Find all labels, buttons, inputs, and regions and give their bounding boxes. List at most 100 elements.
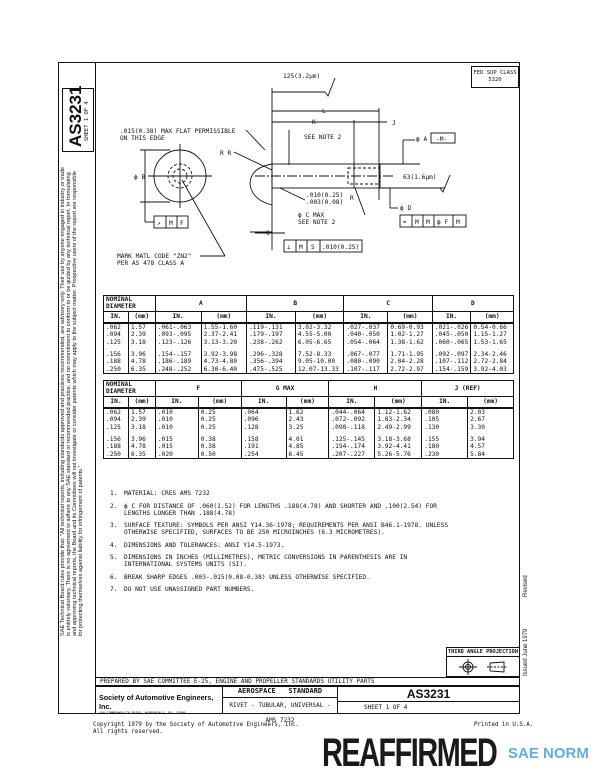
prepared-by: PREPARED BY SAE COMMITTEE E-25, ENGINE A… xyxy=(95,677,520,686)
sheet-number: SHEET 1 OF 4 xyxy=(364,704,408,711)
table-cell: 6.35 xyxy=(127,365,156,375)
table-cell: .238-.262 xyxy=(246,338,296,347)
fsc-line1: FED SUP CLASS xyxy=(473,70,517,76)
table-cell: 2.03 xyxy=(467,407,514,417)
table-cell: 2.43 xyxy=(285,416,330,424)
table-cell: 3.30 xyxy=(467,423,514,432)
table-cell: .188 xyxy=(103,443,129,451)
spacer xyxy=(470,346,514,352)
table-cell: .186-.189 xyxy=(154,358,202,366)
table-cell: .044-.064 xyxy=(328,407,376,417)
table-cell: 4.78 xyxy=(127,358,156,366)
table-cell: .015 xyxy=(154,436,199,444)
note-number: 1. xyxy=(110,490,118,497)
fillet-r: R xyxy=(350,195,354,202)
nominal-header: NOMINAL DIAMETER xyxy=(103,295,156,312)
fsc-box: FED SUP CLASS 5320 xyxy=(471,66,519,88)
table-cell: 3.13-3.20 xyxy=(200,338,248,347)
table-cell: 6.30-6.40 xyxy=(200,365,248,375)
table-cell: 0.38 xyxy=(197,436,242,444)
table-cell: .250 xyxy=(103,365,129,375)
table-cell: 3.92-4.41 xyxy=(374,443,423,451)
col-c-header: C xyxy=(343,295,433,312)
note-number: 5. xyxy=(110,554,118,561)
unit-header: (mm) xyxy=(387,310,433,324)
spacer xyxy=(154,431,199,437)
reaffirmed-stamp: REAFFIRMED xyxy=(322,731,498,775)
org-cell: Society of Automotive Engineers, Inc. 40… xyxy=(95,686,223,715)
see-note-2-top: SEE NOTE 2 xyxy=(304,134,342,141)
table-cell: .010 xyxy=(154,423,199,432)
note-number: 6. xyxy=(110,573,118,581)
table-cell: .156 xyxy=(103,436,129,444)
side-strip xyxy=(58,62,96,714)
table-cell: .254 xyxy=(240,450,287,460)
col-a-header: A xyxy=(154,295,248,312)
spacer xyxy=(387,346,433,352)
table-cell: .010 xyxy=(154,416,199,424)
dim-l-label: L xyxy=(322,108,326,115)
note-number: 3. xyxy=(110,522,118,529)
fillet-2: .003(0.08) xyxy=(306,199,343,206)
table-cell: 1.71-1.95 xyxy=(387,351,433,359)
spacer xyxy=(328,431,376,437)
table-cell: .107-.117 xyxy=(343,365,389,375)
printed-in: Printed in U.S.A. xyxy=(474,722,534,728)
copyright: Copyright 1979 by the Society of Automot… xyxy=(93,722,299,735)
table-cell: 2.39 xyxy=(127,416,156,424)
perp-tolerance: .010(0.25) xyxy=(322,244,359,251)
unit-header: (mm) xyxy=(294,310,345,324)
unit-header: (mm) xyxy=(200,310,248,324)
issued-label: Issued June 1979 xyxy=(523,628,529,676)
table-cell: .125 xyxy=(103,338,129,347)
table-cell: .015 xyxy=(154,443,199,451)
table-cell: 0.54-0.66 xyxy=(470,322,514,332)
unit-header: (mm) xyxy=(127,310,156,324)
position-datum-m: M xyxy=(415,219,419,226)
table-cell: .010 xyxy=(154,407,199,417)
table-cell: .027-.037 xyxy=(343,322,389,332)
col-d-header: D xyxy=(431,295,515,312)
table-cell: .096 xyxy=(240,416,287,424)
spacer xyxy=(197,431,242,437)
table-cell: .128 xyxy=(240,423,287,432)
table-cell: 1.38-1.62 xyxy=(387,338,433,347)
unit-header: IN. xyxy=(154,395,199,409)
table-cell: .158 xyxy=(240,436,287,444)
table-cell: 0.25 xyxy=(197,423,242,432)
table-cell: 2.72-2.84 xyxy=(470,358,514,366)
table-cell: 1.55-1.60 xyxy=(200,322,248,332)
table-cell: .207-.227 xyxy=(328,450,376,460)
table-cell: .179-.197 xyxy=(246,331,296,339)
unit-header: (mm) xyxy=(467,395,514,409)
perp-symbol: ⊥ xyxy=(287,244,291,251)
table-cell: 7.52-8.33 xyxy=(294,351,345,359)
table-cell: 3.02-3.32 xyxy=(294,322,345,332)
table-cell: .123-.126 xyxy=(154,338,202,347)
spacer xyxy=(374,431,423,437)
issued-date: Issued June 1979 Revised xyxy=(523,575,529,676)
col-f-header: F xyxy=(154,380,242,397)
spacer xyxy=(103,431,129,437)
table-cell: .125 xyxy=(103,423,129,432)
table-cell: 1.83-2.34 xyxy=(374,416,423,424)
table-cell: .020 xyxy=(154,450,199,460)
col-g-header: G MAX xyxy=(240,380,330,397)
mark-note-1: MARK MATL CODE "ZN2" xyxy=(117,253,192,260)
table-cell: .154-.157 xyxy=(154,351,202,359)
table-cell: 1.53-1.65 xyxy=(470,338,514,347)
table-cell: .248-.252 xyxy=(154,365,202,375)
table-cell: .191 xyxy=(240,443,287,451)
table-cell: 4.55-5.00 xyxy=(294,331,345,339)
table-cell: .060-.065 xyxy=(431,338,472,347)
perp-datum-m: M xyxy=(299,244,303,251)
projection-label: THIRD ANGLE PROJECTION xyxy=(447,649,519,657)
dia-b-label: ϕ B xyxy=(134,174,145,181)
table-cell: 3.25 xyxy=(285,423,330,432)
unit-header: IN. xyxy=(328,395,376,409)
table-cell: .107-.112 xyxy=(431,358,472,366)
